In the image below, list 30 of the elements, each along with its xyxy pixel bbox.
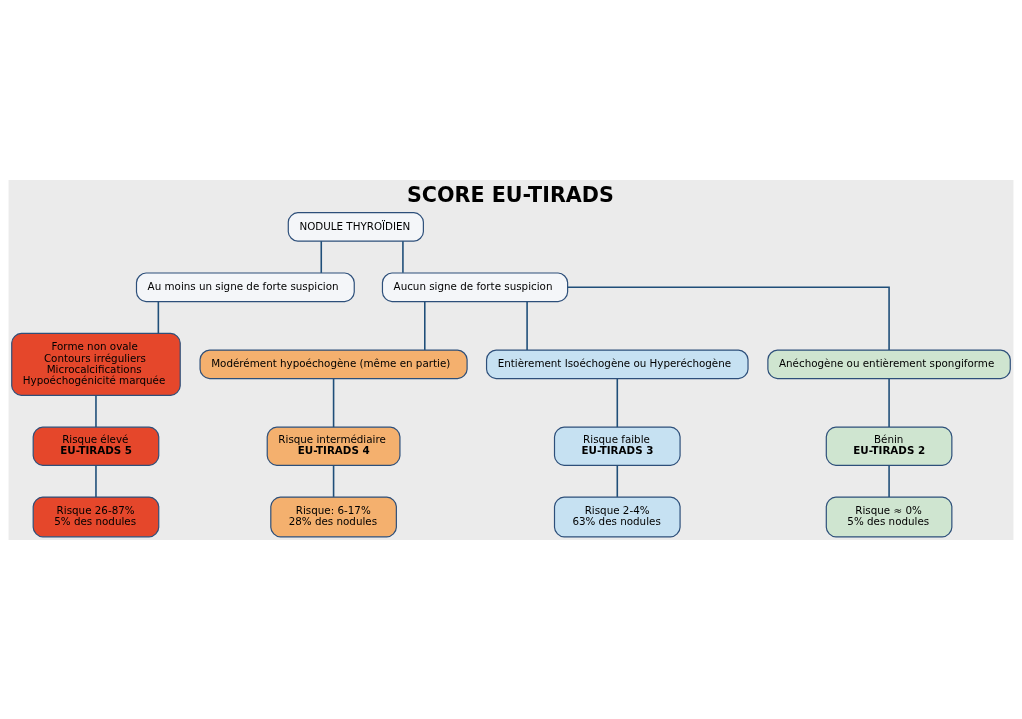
diagram-title: SCORE EU-TIRADS [406,182,614,207]
node-box: Risque faible EU-TIRADS 3 [553,426,681,466]
node-box: Risque intermédiaire EU-TIRADS 4 [266,426,401,466]
node-box: NODULE THYROÏDIEN [287,211,424,242]
connector [616,377,619,428]
connector [888,377,890,428]
connector [402,239,404,274]
connector [320,239,323,274]
node-box: Risque ≈ 0% 5% des nodules [825,496,953,537]
connector [95,464,97,498]
connector [566,286,890,351]
node-box: Modérément hypoéchogène (même en partie) [199,348,468,379]
node-box: Forme non ovale Contours irréguliers Microcalcifications Hypoéchogénicité marquée [11,332,181,396]
node-box: Risque élevé EU-TIRADS 5 [32,426,160,466]
connector [616,464,619,498]
connector [332,377,335,428]
node-box: Entièrement Isoéchogène ou Hyperéchogène [485,348,749,379]
connector [526,300,528,351]
node-box: Risque: 6-17% 28% des nodules [270,496,397,537]
node-box: Anéchogène ou entièrement spongiforme [767,348,1011,379]
connector [423,300,426,351]
connector [888,464,890,498]
connector [95,394,97,428]
node-box: Bénin EU-TIRADS 2 [825,426,953,466]
connector [332,464,335,498]
node-box: Risque 26-87% 5% des nodules [32,496,160,537]
node-box: Risque 2-4% 63% des nodules [553,496,681,537]
connector [157,300,160,334]
node-box: Aucun signe de forte suspicion [381,271,569,302]
node-box: Au moins un signe de forte suspicion [135,271,355,302]
